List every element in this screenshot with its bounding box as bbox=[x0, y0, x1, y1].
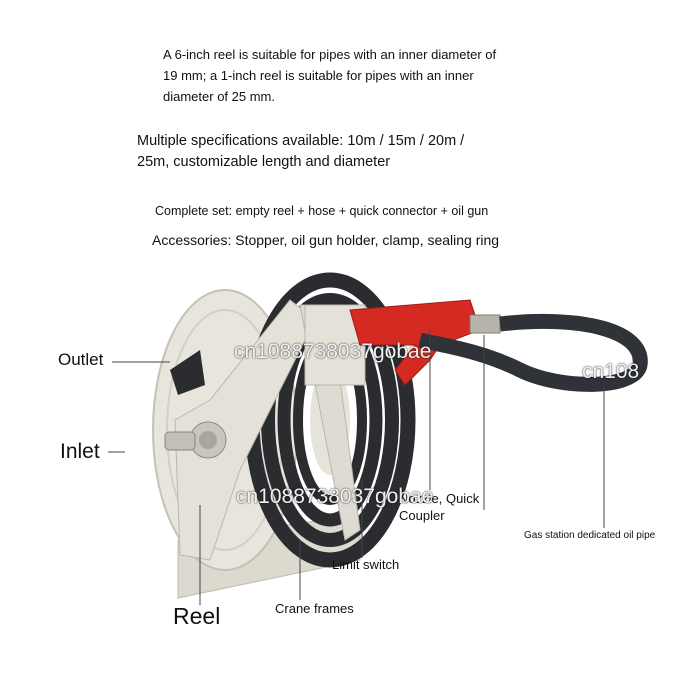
label-nozzle-coupler: Nozzle, Quick Coupler bbox=[399, 490, 479, 524]
reel-note-line-2: 19 mm; a 1-inch reel is suitable for pip… bbox=[163, 68, 474, 83]
reel-note: A 6-inch reel is suitable for pipes with… bbox=[163, 44, 496, 107]
spec-text: Multiple specifications available: 10m /… bbox=[137, 131, 464, 173]
label-nozzle-line-2: Coupler bbox=[399, 508, 445, 523]
label-reel: Reel bbox=[173, 603, 221, 629]
label-gas-pipe: Gas station dedicated oil pipe bbox=[524, 530, 656, 541]
watermark-1: cn1088738037gobae bbox=[234, 340, 432, 363]
label-outlet: Outlet bbox=[58, 350, 104, 369]
reel-note-line-3: diameter of 25 mm. bbox=[163, 89, 275, 104]
accessories-text: Accessories: Stopper, oil gun holder, cl… bbox=[152, 232, 500, 248]
outlet-opening bbox=[170, 350, 205, 395]
spec-line-1: Multiple specifications available: 10m /… bbox=[137, 133, 465, 149]
label-nozzle-line-1: Nozzle, Quick bbox=[399, 491, 480, 506]
inlet-nipple bbox=[164, 431, 196, 451]
spec-line-2: 25m, customizable length and diameter bbox=[137, 154, 391, 170]
label-inlet: Inlet bbox=[60, 440, 100, 463]
leader-lines bbox=[108, 330, 605, 605]
complete-set-text: Complete set: empty reel + hose + quick … bbox=[155, 204, 489, 218]
label-crane-frames: Crane frames bbox=[275, 601, 354, 616]
watermark-2: cn1088738037gobae bbox=[236, 485, 434, 508]
oil-pipe bbox=[418, 313, 648, 392]
front-arm bbox=[174, 299, 316, 561]
watermark-3: cn108 bbox=[582, 360, 640, 383]
label-limit-switch: Limit switch bbox=[332, 557, 400, 572]
reel-note-line-1: A 6-inch reel is suitable for pipes with… bbox=[163, 47, 497, 62]
